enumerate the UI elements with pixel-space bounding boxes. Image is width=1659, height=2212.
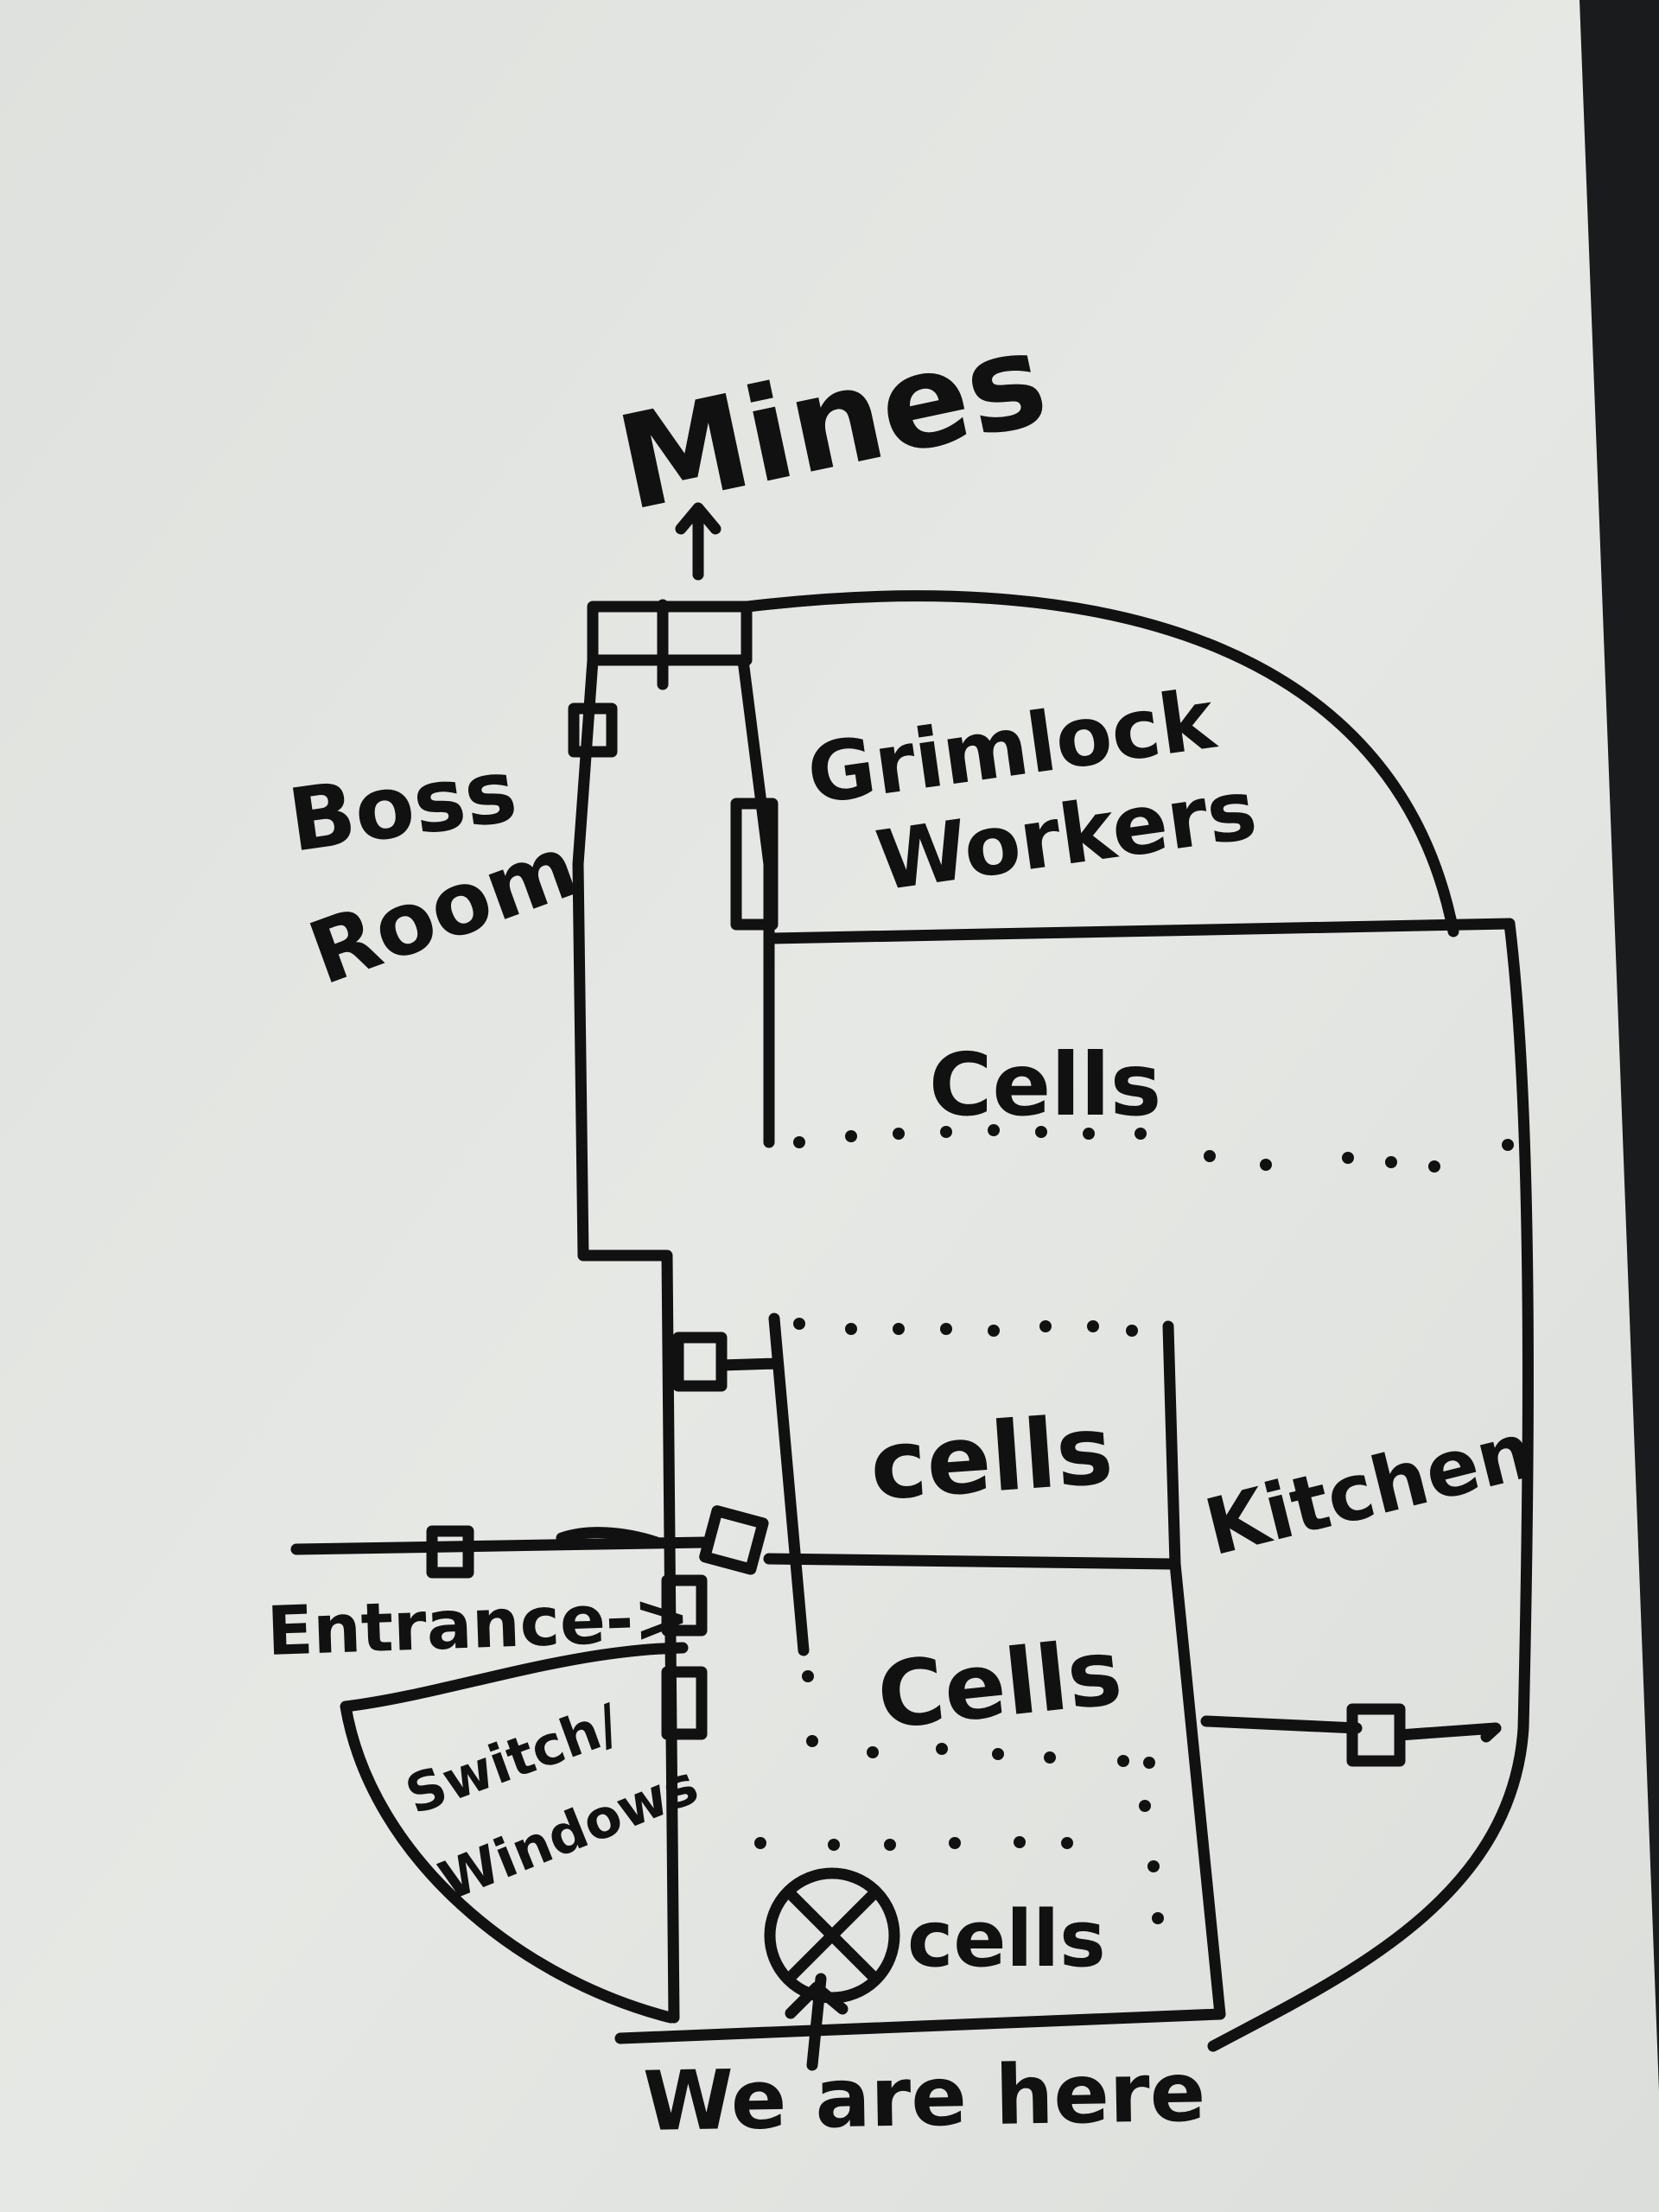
- entrance-door-2: [556, 1527, 663, 1548]
- boss-room-door: [568, 702, 618, 758]
- upper-cells-dotted-boundary: [793, 1124, 1514, 1173]
- corridor-door: [699, 1505, 769, 1575]
- switch-room-wall: [340, 1642, 689, 2024]
- mines-door: [587, 601, 753, 666]
- south-wall: [614, 2008, 1226, 2044]
- entrance-inner-door: [661, 1574, 708, 1637]
- label-cells-middle: cells: [867, 1395, 1116, 1522]
- label-cells-upper: Cells: [929, 1034, 1161, 1135]
- grimlock-door: [730, 798, 779, 931]
- label-entrance: Entrance->: [266, 1579, 691, 1671]
- kitchen-door: [1346, 1703, 1406, 1767]
- middle-cells-dotted-boundary: [793, 1318, 1138, 1337]
- outer-east-wall: [1207, 918, 1534, 2052]
- mines-arrow-icon: [675, 502, 721, 581]
- label-cells-bottom: cells: [907, 1894, 1106, 1985]
- label-cells-lower: Cells: [873, 1619, 1127, 1750]
- grimlock-bottom-wall: [766, 918, 1516, 944]
- entrance-door-1: [426, 1525, 474, 1579]
- entrance-passage: [290, 1536, 711, 1555]
- we-are-here-marker-icon: [764, 1867, 900, 2071]
- cells-divider-wall: [763, 1553, 1177, 1570]
- grimlock-outer-wall: [741, 590, 1459, 938]
- lower-cells-dotted-boundary: [754, 1670, 1164, 1924]
- label-we-are-here: We are here: [642, 2045, 1206, 2150]
- cells-door-connector: [668, 1357, 784, 1371]
- boss-room-wall: [572, 654, 680, 2024]
- cells-west-wall: [768, 1313, 810, 1656]
- kitchen-passage: [1200, 1715, 1502, 1743]
- switch-room-door: [661, 1666, 708, 1740]
